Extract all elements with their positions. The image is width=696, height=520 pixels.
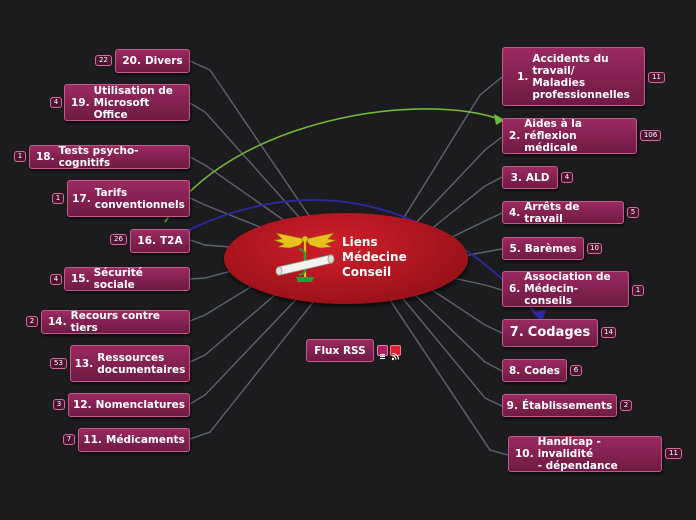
rss-feed-button[interactable]: Flux RSS <box>306 339 374 362</box>
topic-label: Ressources documentaires <box>97 351 186 376</box>
topic-number: 2. <box>509 130 521 142</box>
link-count-badge[interactable]: 4 <box>50 97 62 108</box>
topic-label: Utilisation de Microsoft Office <box>93 84 173 121</box>
topic-node-4[interactable]: 4. Arrêts de travail <box>502 200 624 225</box>
topic-label: Recours contre tiers <box>70 310 161 334</box>
link-count-badge[interactable]: 4 <box>561 172 573 183</box>
topic-node-7[interactable]: 7. Codages <box>502 319 598 347</box>
topic-label: Association de Médecin-conseils <box>524 271 611 307</box>
topic-label: Codes <box>524 364 561 377</box>
topic-number: 8. <box>508 364 521 377</box>
topic-node-20[interactable]: 20. Divers <box>115 49 190 73</box>
topic-number: 1. <box>517 70 529 83</box>
topic-label: Tests psycho-cognitifs <box>58 145 139 169</box>
topic-node-19[interactable]: 19. Utilisation de Microsoft Office <box>64 84 190 121</box>
topic-node-17[interactable]: 17. Tarifs conventionnels <box>67 180 190 217</box>
topic-node-9[interactable]: 9. Établissements <box>502 394 617 417</box>
link-count-badge[interactable]: 22 <box>95 55 112 66</box>
topic-node-11[interactable]: 11. Médicaments <box>78 428 190 452</box>
topic-number: 18. <box>36 151 55 163</box>
topic-node-6[interactable]: 6. Association de Médecin-conseils <box>502 271 629 307</box>
central-topic[interactable]: Liens Médecine Conseil <box>224 213 468 304</box>
topic-number: 13. <box>74 357 94 370</box>
topic-label: Médicaments <box>105 434 185 446</box>
link-count-badge[interactable]: 11 <box>648 72 665 83</box>
caduceus-scroll-icon <box>273 232 337 282</box>
topic-number: 10. <box>515 448 534 460</box>
topic-number: 4. <box>509 206 521 219</box>
topic-node-14[interactable]: 14. Recours contre tiers <box>41 310 190 334</box>
link-count-badge[interactable]: 14 <box>601 327 616 338</box>
topic-label: Arrêts de travail <box>524 200 580 225</box>
topic-node-5[interactable]: 5. Barèmes <box>502 237 584 260</box>
topic-label: Accidents du travail/ Maladies professio… <box>532 52 630 101</box>
link-count-badge[interactable]: 7 <box>63 434 75 445</box>
topic-node-10[interactable]: 10. Handicap - invalidité - dépendance <box>508 436 662 472</box>
link-count-badge[interactable]: 3 <box>53 399 65 410</box>
central-topic-title: Liens Médecine Conseil <box>342 235 407 279</box>
link-count-badge[interactable]: 1 <box>632 285 644 296</box>
link-count-badge[interactable]: 6 <box>570 365 582 376</box>
topic-number: 19. <box>71 96 90 109</box>
topic-number: 5. <box>509 242 521 255</box>
topic-label: Aides à la réflexion médicale <box>524 118 582 154</box>
topic-number: 9. <box>506 399 518 412</box>
topic-number: 14. <box>48 316 67 328</box>
link-count-badge[interactable]: 11 <box>665 448 682 459</box>
topic-number: 6. <box>509 283 521 295</box>
topic-node-18[interactable]: 18. Tests psycho-cognitifs <box>29 145 190 169</box>
topic-label: T2A <box>160 235 183 247</box>
topic-node-13[interactable]: 13. Ressources documentaires <box>70 345 190 382</box>
link-count-badge[interactable]: 10 <box>587 243 602 254</box>
link-count-badge[interactable]: 1 <box>52 193 64 204</box>
link-count-badge[interactable]: 53 <box>50 358 67 369</box>
topic-node-16[interactable]: 16. T2A <box>130 229 190 253</box>
link-count-badge[interactable]: 1 <box>14 151 26 162</box>
topic-label: Tarifs conventionnels <box>94 186 185 211</box>
link-count-badge[interactable]: 4 <box>50 274 62 285</box>
link-count-badge[interactable]: 2 <box>26 316 38 327</box>
topic-label: Handicap - invalidité - dépendance <box>537 436 618 472</box>
link-count-badge[interactable]: 106 <box>640 130 661 141</box>
topic-number: 20. <box>122 55 141 67</box>
topic-node-2[interactable]: 2. Aides à la réflexion médicale <box>502 118 637 154</box>
topic-node-8[interactable]: 8. Codes <box>502 359 567 382</box>
topic-label: Divers <box>144 55 183 67</box>
topic-number: 3. <box>510 171 522 184</box>
topic-label: Codages <box>527 325 591 340</box>
list-icon[interactable] <box>377 345 388 359</box>
topic-label: Barèmes <box>524 242 577 255</box>
topic-label: Nomenclatures <box>95 399 186 411</box>
rss-feed-icon[interactable] <box>390 345 401 361</box>
topic-node-15[interactable]: 15. Sécurité sociale <box>64 267 190 291</box>
link-count-badge[interactable]: 2 <box>620 400 632 411</box>
topic-label: Sécurité sociale <box>93 267 143 291</box>
topic-number: 7. <box>509 325 524 340</box>
topic-number: 11. <box>83 434 102 446</box>
link-count-badge[interactable]: 26 <box>110 234 127 245</box>
topic-node-1[interactable]: 1. Accidents du travail/ Maladies profes… <box>502 47 645 106</box>
topic-number: 17. <box>72 192 91 205</box>
topic-number: 12. <box>72 399 92 411</box>
topic-number: 15. <box>71 273 90 285</box>
topic-number: 16. <box>137 235 156 247</box>
topic-node-12[interactable]: 12. Nomenclatures <box>68 393 190 417</box>
link-count-badge[interactable]: 5 <box>627 207 639 218</box>
topic-node-3[interactable]: 3. ALD <box>502 166 558 189</box>
topic-label: Établissements <box>521 399 613 412</box>
topic-label: ALD <box>525 171 550 184</box>
